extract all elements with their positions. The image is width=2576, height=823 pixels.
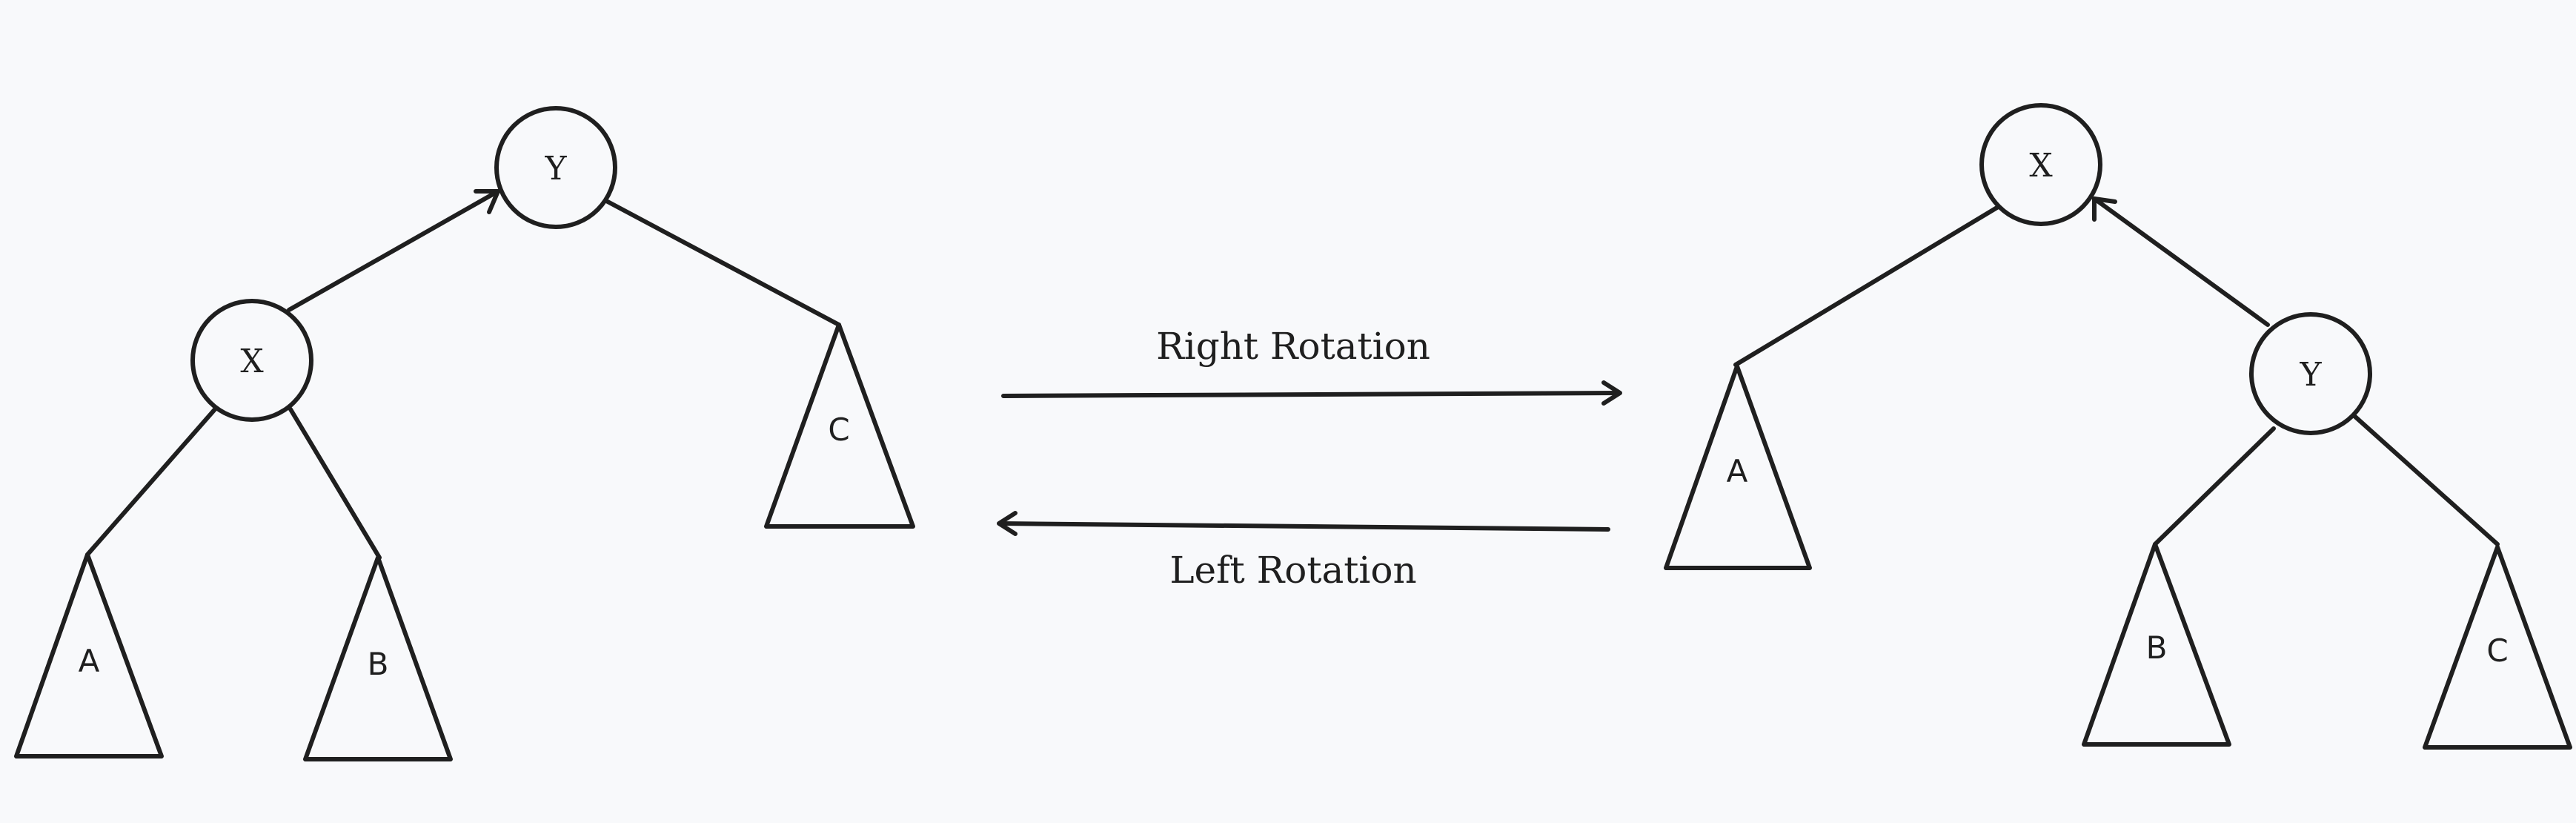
right-subtree-c-triangle — [2423, 545, 2572, 750]
left-node-y: Y — [494, 106, 617, 229]
left-subtree-a-triangle — [14, 552, 164, 758]
right-subtree-c: C — [2423, 545, 2572, 750]
right-edge-x-to-a — [1733, 204, 2002, 367]
left-edge-x-to-y — [287, 189, 500, 312]
left-node-x-label: X — [240, 343, 264, 380]
left-subtree-c: C — [764, 323, 915, 529]
right-subtree-a-triangle — [1664, 364, 1812, 570]
left-node-y-circle — [494, 106, 617, 229]
right-subtree-a-label: A — [1727, 453, 1748, 489]
right-subtree-b-label: B — [2146, 629, 2168, 666]
left-subtree-b-triangle — [303, 555, 453, 761]
left-rotation-arrow: Left Rotation — [997, 511, 1610, 592]
left-subtree-a: A — [14, 552, 164, 758]
right-node-y-circle — [2249, 312, 2372, 435]
right-edge-y-to-x — [2092, 196, 2270, 327]
right-subtree-b: B — [2082, 542, 2231, 747]
left-node-y-label: Y — [544, 150, 567, 188]
right-node-x: X — [1979, 103, 2102, 226]
right-node-x-circle — [1979, 103, 2102, 226]
right-node-y-label: Y — [2299, 356, 2322, 394]
right-subtree-a: A — [1664, 364, 1812, 570]
left-subtree-b: B — [303, 555, 453, 761]
right-edge-arrowhead — [2092, 196, 2117, 222]
left-subtree-c-triangle — [764, 323, 915, 529]
left-node-x-circle — [190, 299, 313, 422]
left-edge-x-to-b — [288, 407, 382, 560]
right-rotation-arrow: Right Rotation — [1001, 325, 1622, 406]
left-edge-y-to-c — [605, 199, 841, 327]
right-rotation-label: Right Rotation — [1156, 325, 1430, 368]
right-subtree-b-triangle — [2082, 542, 2231, 747]
left-rotation-arrowhead — [997, 511, 1018, 536]
left-rotation-label: Left Rotation — [1169, 549, 1416, 592]
left-subtree-b-label: B — [368, 646, 389, 682]
left-node-x: X — [190, 299, 313, 422]
right-rotation-line — [1001, 391, 1621, 398]
right-rotation-arrowhead — [1601, 380, 1622, 406]
left-tree: Y X A B C — [14, 106, 915, 761]
right-subtree-c-label: C — [2486, 632, 2508, 669]
right-edge-y-to-b — [2153, 426, 2276, 546]
left-rotation-line — [998, 521, 1610, 532]
right-node-y: Y — [2249, 312, 2372, 435]
rotation-arrows: Right Rotation Left Rotation — [997, 325, 1622, 592]
left-subtree-c-label: C — [828, 412, 849, 448]
right-node-x-label: X — [2029, 147, 2053, 185]
right-tree: X Y A B C — [1664, 103, 2572, 750]
left-edge-x-to-a — [85, 407, 217, 557]
left-edge-arrowhead — [474, 189, 500, 214]
left-subtree-a-label: A — [79, 643, 100, 679]
right-edge-y-to-c — [2353, 414, 2500, 546]
